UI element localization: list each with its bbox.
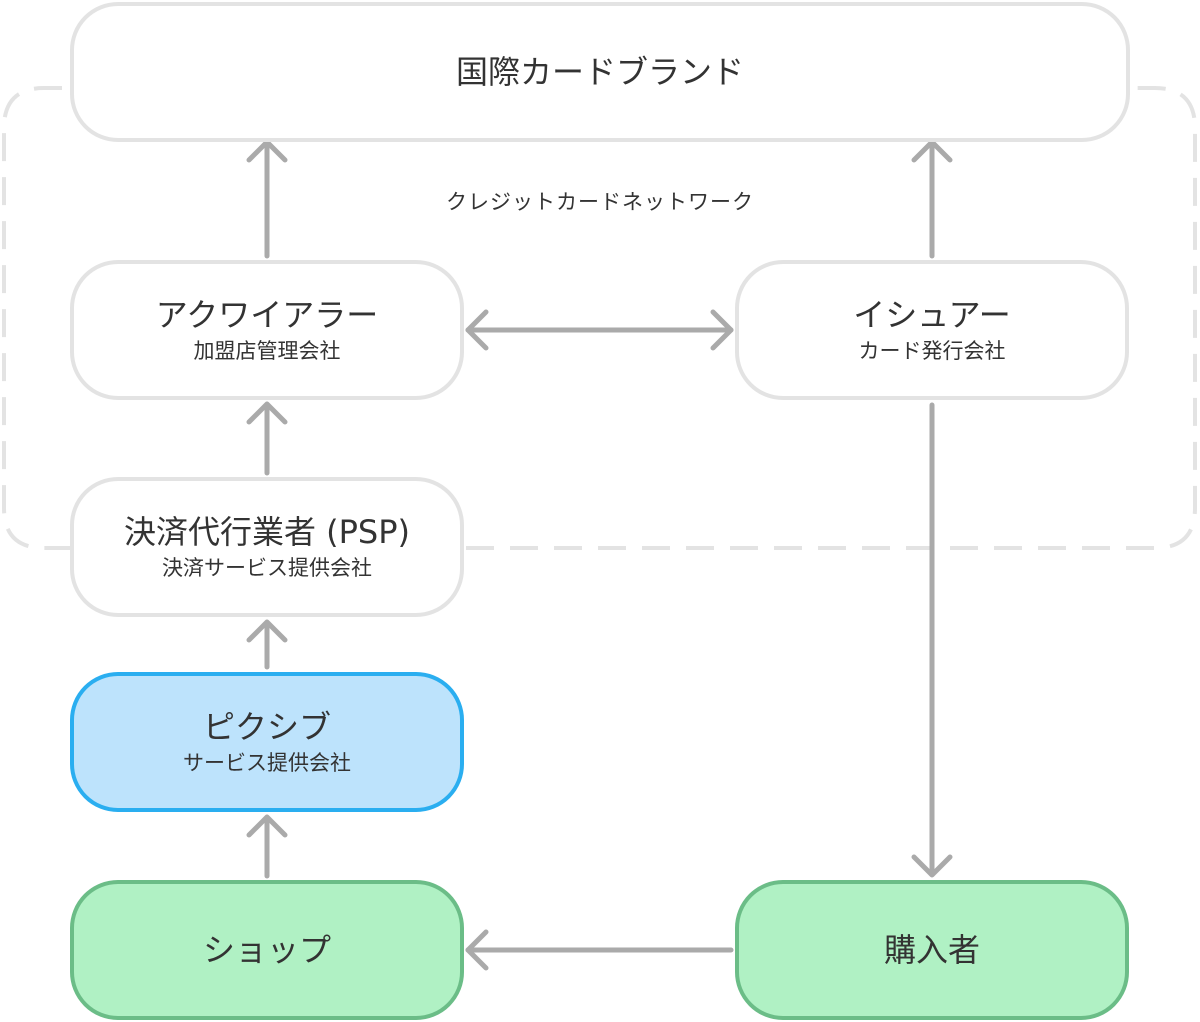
node-psp-title: 決済代行業者 (PSP)	[123, 513, 411, 551]
node-acquirer: アクワイアラー 加盟店管理会社	[70, 260, 464, 400]
node-acquirer-title: アクワイアラー	[155, 296, 379, 334]
arrow-issuer-to-buyer	[911, 402, 953, 878]
node-card-brand: 国際カードブランド	[70, 2, 1130, 142]
node-pixiv: ピクシブ サービス提供会社	[70, 672, 464, 812]
node-card-brand-title: 国際カードブランド	[455, 53, 744, 91]
arrow-pixiv-to-psp	[246, 619, 288, 670]
node-acquirer-subtitle: 加盟店管理会社	[193, 339, 341, 363]
node-buyer-title: 購入者	[883, 931, 980, 969]
node-pixiv-subtitle: サービス提供会社	[183, 751, 351, 775]
node-issuer: イシュアー カード発行会社	[735, 260, 1129, 400]
node-buyer: 購入者	[735, 880, 1129, 1020]
arrow-shop-to-pixiv	[246, 814, 288, 879]
node-psp-subtitle: 決済サービス提供会社	[162, 556, 372, 580]
node-issuer-subtitle: カード発行会社	[858, 339, 1006, 363]
arrow-issuer-to-brand	[911, 139, 953, 259]
node-pixiv-title: ピクシブ	[202, 708, 331, 746]
arrow-buyer-to-shop	[465, 929, 734, 971]
arrow-acquirer-issuer-bidirectional	[465, 309, 734, 351]
node-psp: 決済代行業者 (PSP) 決済サービス提供会社	[70, 477, 464, 617]
arrow-acquirer-to-brand	[246, 139, 288, 259]
node-shop: ショップ	[70, 880, 464, 1020]
arrow-psp-to-acquirer	[246, 401, 288, 476]
network-label: クレジットカードネットワーク	[446, 190, 754, 214]
credit-card-network-boundary	[2, 86, 1197, 550]
node-shop-title: ショップ	[202, 931, 331, 969]
node-issuer-title: イシュアー	[853, 296, 1011, 334]
